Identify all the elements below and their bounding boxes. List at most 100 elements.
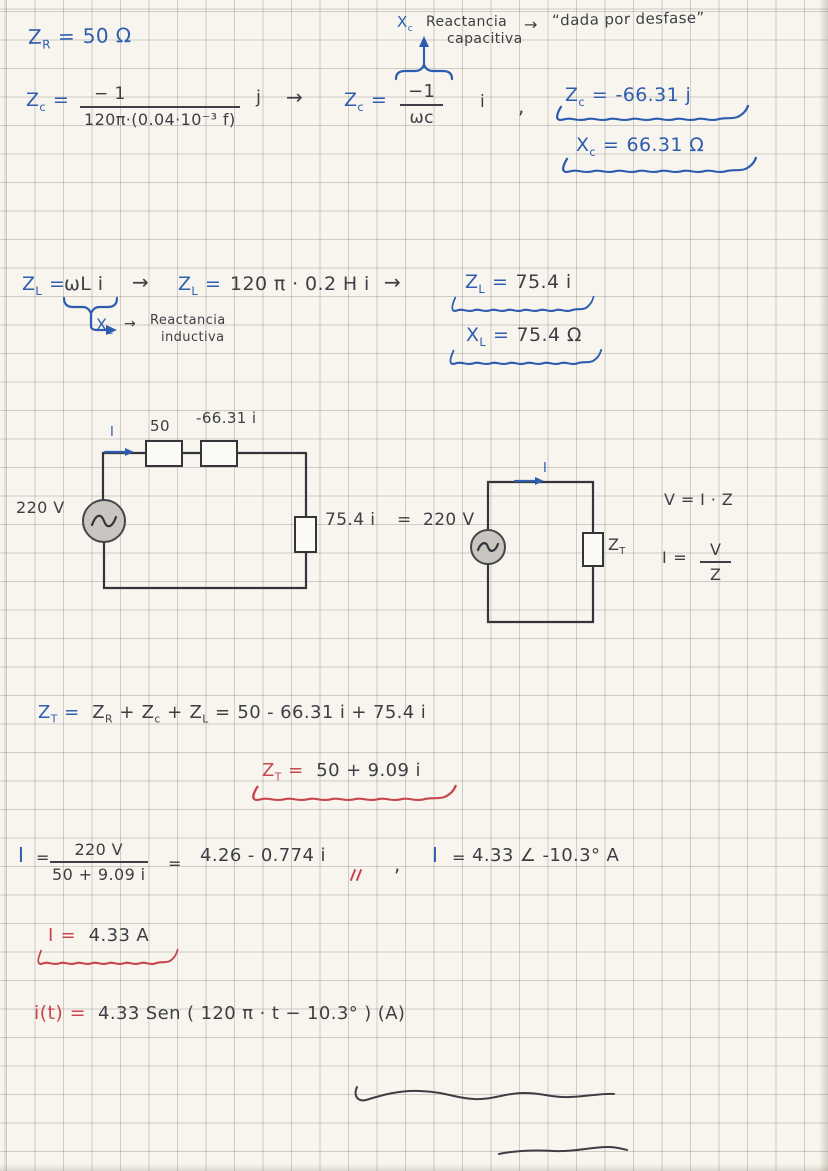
plus: + xyxy=(119,702,135,723)
t-subscript: T xyxy=(619,546,626,558)
desfase-quote: “dada por desfase” xyxy=(551,8,705,30)
impedance-box xyxy=(582,532,604,567)
zl-result-line: ZL=75.4 i xyxy=(465,271,572,296)
cap-note-word2: capacitiva xyxy=(447,31,523,47)
l-subscript: L xyxy=(478,281,485,296)
z-symbol: Z xyxy=(178,273,192,295)
c-subscript: c xyxy=(589,144,596,159)
underbrace-arrow-icon xyxy=(62,296,119,335)
i-symbol: I xyxy=(662,548,668,567)
current-lhs-2: I xyxy=(432,843,439,867)
wavy-underline xyxy=(252,784,457,802)
equals: = xyxy=(370,89,388,111)
time-domain-lhs: i(t) = xyxy=(34,1002,86,1024)
resistor-box xyxy=(145,440,183,467)
circuit-wire xyxy=(101,451,308,590)
equals: = xyxy=(397,510,412,530)
cap-note-word1: Reactancia xyxy=(426,14,508,30)
zc-result-line: Zc=-66.31 j xyxy=(565,84,691,109)
fraction-bar xyxy=(700,561,732,563)
t-subscript: T xyxy=(50,712,58,726)
xc-result-value: 66.31 Ω xyxy=(626,134,705,156)
current-label: I xyxy=(110,425,115,440)
wavy-underline xyxy=(449,348,603,366)
zr-given-line: ZR=50 Ω xyxy=(28,23,132,52)
page-edge-shadow xyxy=(819,0,828,1171)
z-symbol: Z xyxy=(26,89,40,111)
z-symbol: Z xyxy=(27,24,43,49)
equals: = xyxy=(36,848,50,867)
capacitor-label: -66.31 i xyxy=(196,409,257,427)
equals: = xyxy=(673,548,688,567)
ind-note-word2: inductiva xyxy=(161,330,225,345)
r-subscript: R xyxy=(42,37,51,52)
impedance-label: ZT xyxy=(608,535,625,557)
ohms-law: V = I · Z xyxy=(664,490,734,509)
current-arrowhead-icon xyxy=(125,448,134,456)
z-symbol: Z xyxy=(262,760,275,781)
i-symbol: I xyxy=(48,925,54,946)
t-subscript: T xyxy=(274,770,282,784)
c-subscript: c xyxy=(578,94,585,109)
zt-sum-equation: ZT=ZR+Zc+ZL=50 - 66.31 i + 75.4 i xyxy=(38,702,426,726)
fraction-bar xyxy=(400,104,444,106)
xc-annotation-symbol: Xc xyxy=(397,13,413,34)
ind-note-word1: Reactancia xyxy=(150,313,226,328)
time-domain-rhs: 4.33 Sen ( 120 π · t − 10.3° ) (A) xyxy=(98,1003,406,1024)
sine-symbol-icon xyxy=(476,542,500,552)
c-subscript: c xyxy=(154,712,161,726)
equals: = xyxy=(452,848,466,867)
equals: = xyxy=(168,854,182,873)
divider-squiggle xyxy=(354,1086,615,1102)
zl-expression: ωL i xyxy=(64,273,104,295)
l-subscript: L xyxy=(191,283,198,298)
arrow: → xyxy=(132,270,150,294)
zl-lhs-2: ZL= xyxy=(178,273,221,298)
c-subscript: c xyxy=(39,99,46,114)
xl-result-line: XL=75.4 Ω xyxy=(466,324,582,349)
equivalent-circuit-diagram xyxy=(470,477,604,624)
zc-symbolic-fraction: −1 ωc xyxy=(400,81,444,128)
current-magnitude-value: 4.33 A xyxy=(88,925,150,946)
z-symbol: Z xyxy=(141,702,155,723)
xl-annotation-symbol: XL xyxy=(96,315,113,337)
l-subscript: L xyxy=(202,712,209,726)
equals: = xyxy=(64,702,80,723)
z-symbol: Z xyxy=(189,702,203,723)
zc-sym-numerator: −1 xyxy=(408,81,436,102)
current-rect-form: 4.26 - 0.774 i xyxy=(200,845,326,866)
current-law-lhs: I= xyxy=(662,548,687,567)
current-lhs: I xyxy=(18,843,25,867)
r-subscript: R xyxy=(104,712,113,726)
zl-numeric-expression: 120 π · 0.2 H i xyxy=(230,273,370,295)
numerator-v: V xyxy=(710,540,722,559)
arrow: → xyxy=(524,15,538,34)
source-voltage-label: 220 V xyxy=(16,498,65,517)
x-symbol: X xyxy=(466,324,480,346)
fraction-bar xyxy=(50,861,148,863)
brace-arrow-icon xyxy=(394,36,454,81)
l-subscript: L xyxy=(107,326,113,338)
comma: , xyxy=(394,852,401,876)
current-fraction: 220 V 50 + 9.09 i xyxy=(50,840,148,884)
current-arrowhead-icon xyxy=(535,477,544,485)
equals: = xyxy=(288,760,304,781)
l-subscript: L xyxy=(479,334,486,349)
capacitor-box xyxy=(200,440,238,467)
zt-result-line: ZT = 50 + 9.09 i xyxy=(262,760,421,784)
arrow: → xyxy=(124,316,137,332)
z-symbol: Z xyxy=(565,84,579,106)
j-unit: j xyxy=(256,87,262,108)
denominator-z: Z xyxy=(709,565,722,584)
c-subscript: c xyxy=(357,99,364,114)
zt-result-value: 50 + 9.09 i xyxy=(316,760,421,781)
zt-sum-rhs: 50 - 66.31 i + 75.4 i xyxy=(237,702,427,723)
zc-result-value: -66.31 j xyxy=(615,84,692,106)
wavy-underline xyxy=(451,295,595,313)
zl-lhs: ZL= xyxy=(22,273,65,298)
zc-denominator: 120π·(0.04·10⁻³ f) xyxy=(84,110,236,129)
x-symbol: X xyxy=(96,315,108,334)
inductor-label: 75.4 i xyxy=(325,510,376,530)
z-symbol: Z xyxy=(22,273,36,295)
